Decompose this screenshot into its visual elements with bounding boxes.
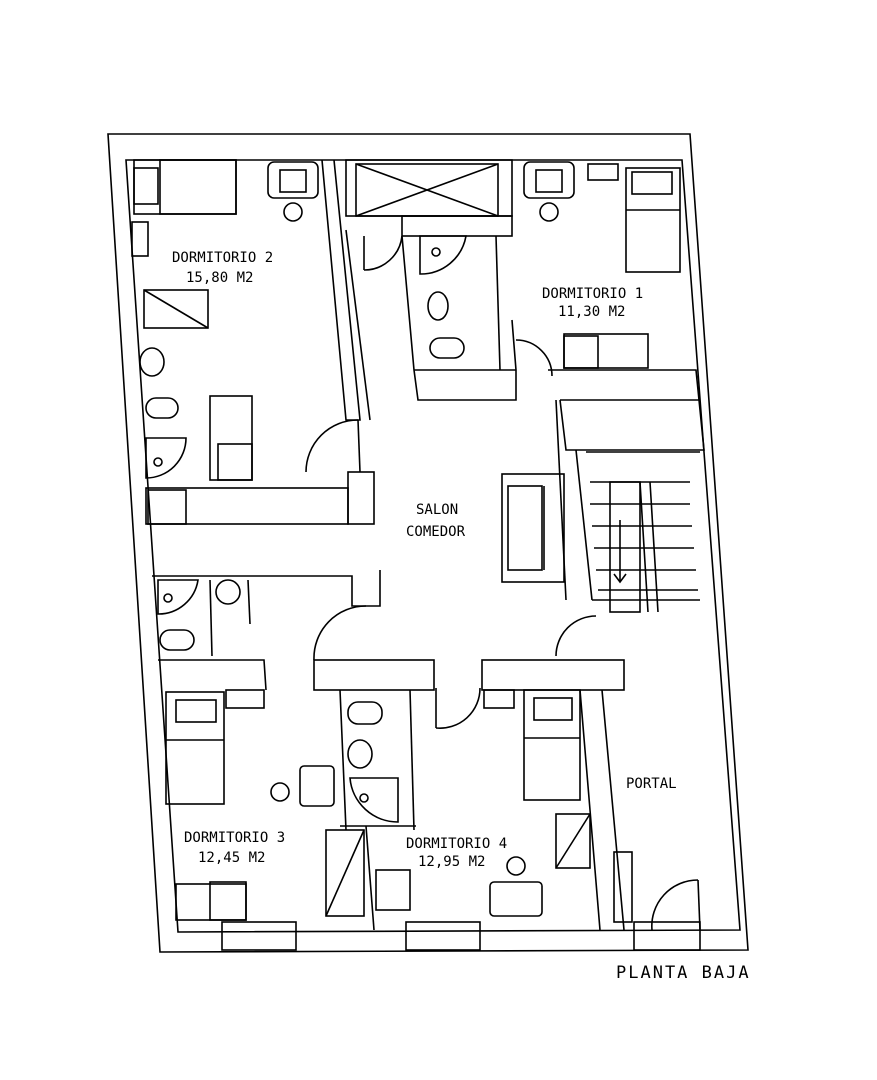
portal-label: PORTAL <box>626 776 677 792</box>
door-swings <box>305 235 701 931</box>
sofa <box>501 473 565 583</box>
dormitorio-2-name: DORMITORIO 2 <box>172 250 273 266</box>
portal-entry <box>613 851 633 923</box>
dormitorio-4-name: DORMITORIO 4 <box>406 836 507 852</box>
dormitorio-3-area: 12,45 M2 <box>198 850 265 866</box>
bathroom-fixtures <box>139 235 467 823</box>
facade-windows <box>221 921 701 951</box>
desks <box>131 161 649 921</box>
salon-label: SALON <box>416 502 458 518</box>
beds <box>133 159 681 805</box>
staircase <box>590 481 698 613</box>
dormitorio-4-area: 12,95 M2 <box>418 854 485 870</box>
plan-title: PLANTA BAJA <box>616 963 751 983</box>
dormitorio-1-area: 11,30 M2 <box>558 304 625 320</box>
ventilation-shaft <box>355 163 499 217</box>
room-labels: DORMITORIO 2 15,80 M2 DORMITORIO 1 11,30… <box>172 250 751 983</box>
dormitorio-1-name: DORMITORIO 1 <box>542 286 643 302</box>
dormitorio-3-name: DORMITORIO 3 <box>184 830 285 846</box>
dormitorio-2-area: 15,80 M2 <box>186 270 253 286</box>
wardrobes <box>143 289 591 917</box>
comedor-label: COMEDOR <box>406 524 466 540</box>
